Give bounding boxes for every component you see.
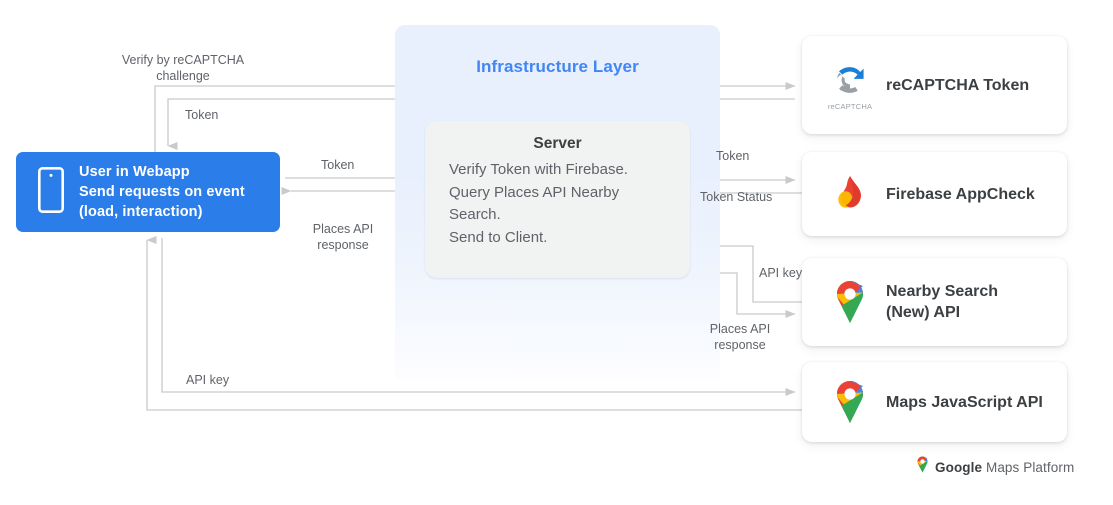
server-title: Server [533, 135, 582, 152]
edge-label-api-key-bottom: API key [186, 373, 230, 387]
google-maps-pin-icon [916, 456, 929, 478]
google-maps-pin-logo [818, 380, 882, 424]
service-label-maps-javascript-api: Maps JavaScript API [886, 393, 1043, 411]
edge-label-token-status: Token Status [700, 190, 773, 204]
recaptcha-wordmark: reCAPTCHA [827, 101, 873, 111]
brand-maps-platform: Maps Platform [985, 459, 1075, 475]
edge-label-api-key-right: API key [759, 266, 803, 280]
edge-label-token-mid: Token [321, 158, 355, 172]
mobile-phone-icon [37, 166, 64, 218]
user-in-webapp-label: User in Webapp Send requests on event (l… [79, 164, 245, 220]
edge-label-places-api-response-right: Places API response [709, 322, 771, 352]
firebase-logo [818, 174, 882, 214]
edge-label-places-api-response-left: Places API response [312, 222, 374, 252]
edge-label-token-right: Token [716, 149, 750, 163]
brand-text: Google Maps Platform [935, 460, 1074, 475]
service-card-firebase-appcheck[interactable]: Firebase AppCheck [802, 152, 1067, 236]
service-label-firebase-appcheck: Firebase AppCheck [886, 185, 1035, 203]
edge-label-verify-recaptcha-challenge: Verify by reCAPTCHA challenge [121, 53, 245, 83]
brand-google: Google [935, 459, 983, 475]
service-card-maps-javascript-api[interactable]: Maps JavaScript API [802, 362, 1067, 442]
service-card-nearby-search-api[interactable]: Nearby Search (New) API [802, 258, 1067, 346]
service-label-nearby-search-api: Nearby Search (New) API [886, 283, 999, 321]
user-in-webapp-node: User in Webapp Send requests on event (l… [16, 152, 280, 232]
service-label-recaptcha-token: reCAPTCHA Token [886, 76, 1030, 94]
infrastructure-layer-title: Infrastructure Layer [476, 57, 639, 76]
google-maps-pin-logo [818, 280, 882, 324]
service-card-recaptcha-token[interactable]: reCAPTCHA reCAPTCHA Token [802, 36, 1067, 134]
recaptcha-logo: reCAPTCHA [818, 60, 882, 111]
server-description: Verify Token with Firebase. Query Places… [449, 161, 628, 246]
google-maps-platform-brand: Google Maps Platform [916, 456, 1074, 478]
edge-label-token-top: Token [185, 108, 219, 122]
server-card: Server Verify Token with Firebase. Query… [425, 121, 690, 278]
